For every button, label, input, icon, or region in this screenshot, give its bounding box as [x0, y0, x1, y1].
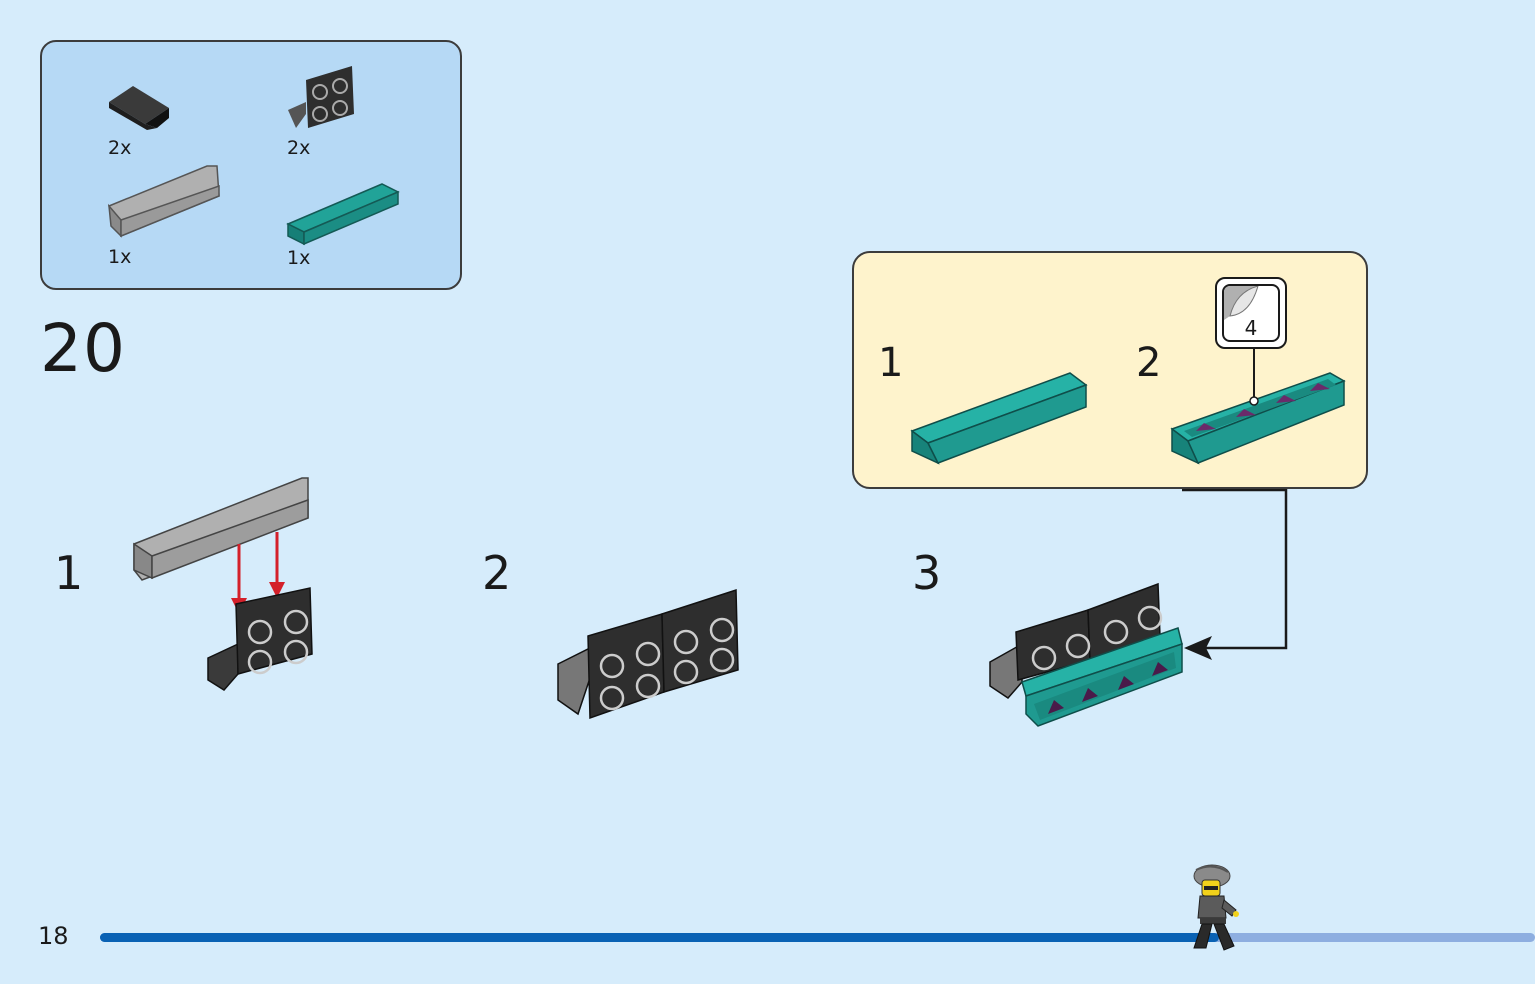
substep-2-illustration [557, 588, 739, 720]
substep-3-illustration [989, 582, 1183, 727]
teal-tile-icon [910, 372, 1088, 465]
teal-tile-icon [286, 183, 400, 246]
page-number: 18 [38, 922, 69, 950]
substep-number: 2 [482, 546, 512, 600]
sub-assembly-callout: 1 2 [852, 251, 1368, 489]
teal-tile-with-sticker-icon [1170, 372, 1346, 465]
gray-panel-icon [107, 165, 220, 238]
sticker-badge: 4 [1215, 277, 1287, 349]
step-number: 20 [40, 310, 126, 387]
progress-track [100, 933, 1535, 942]
black-bracket-plate-icon [288, 66, 354, 128]
callout-step-number: 2 [1136, 340, 1162, 386]
parts-list-box: 2x 2x 1x 1x [40, 40, 462, 290]
part-quantity: 2x [287, 137, 311, 159]
callout-connector-arrow [1182, 488, 1288, 660]
substep-1-illustration [133, 477, 313, 691]
part-quantity: 2x [108, 137, 132, 159]
minifigure-icon [1193, 864, 1239, 951]
part-quantity: 1x [287, 247, 311, 269]
substep-number: 3 [912, 546, 942, 600]
sticker-number: 4 [1244, 316, 1258, 340]
black-slope-brick-icon [109, 86, 169, 130]
part-quantity: 1x [108, 246, 132, 268]
substep-number: 1 [54, 546, 84, 600]
callout-step-number: 1 [878, 340, 904, 386]
progress-fill [100, 933, 1220, 942]
sticker-pointer-line [1249, 349, 1259, 406]
sticker-icon: 4 [1222, 284, 1280, 342]
